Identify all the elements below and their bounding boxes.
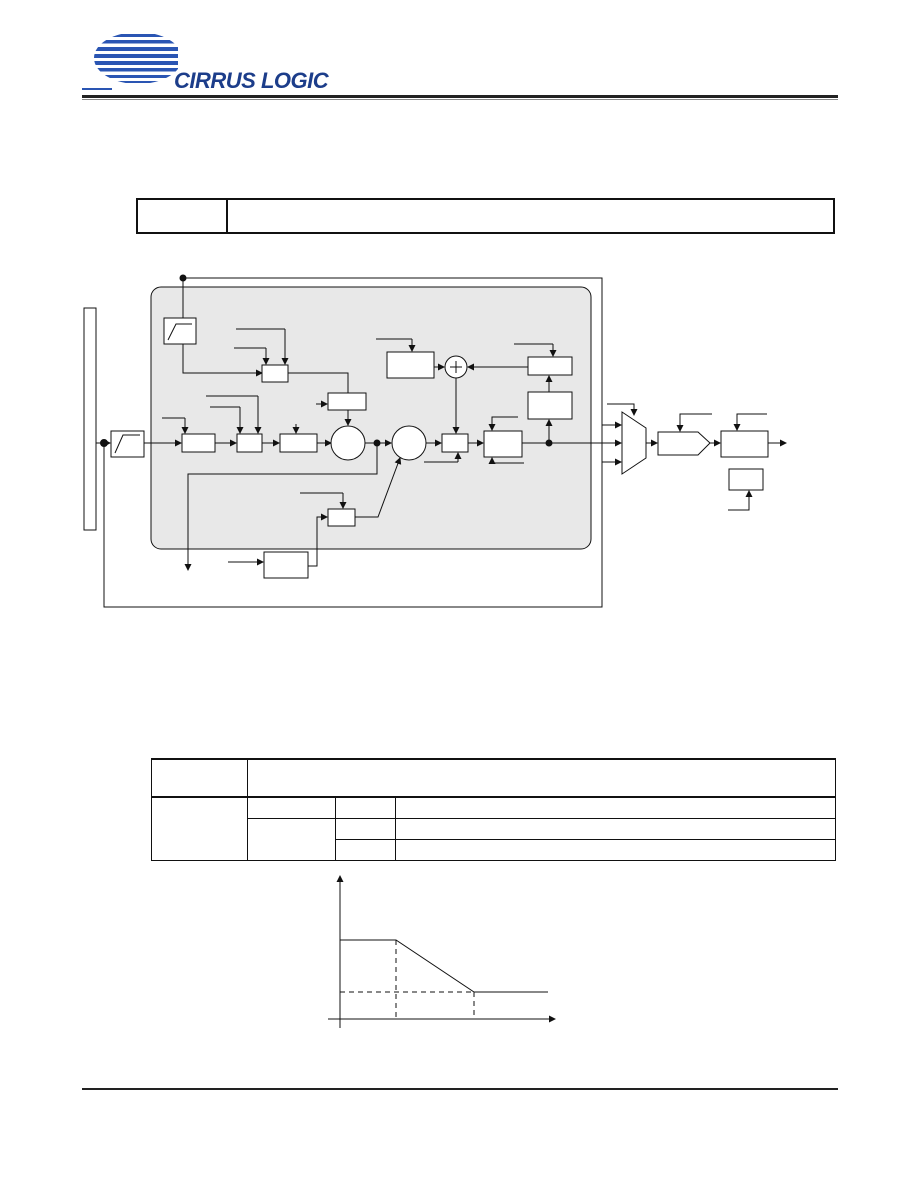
block-reference — [386, 351, 435, 379]
block-mix — [441, 433, 469, 453]
table-cell — [395, 817, 836, 840]
table-row — [152, 817, 836, 861]
brand-name: CIRRUS LOGIC — [174, 68, 329, 93]
curve-line — [340, 939, 548, 993]
table-row — [152, 838, 836, 861]
header-rule-thin — [82, 99, 838, 100]
table-cell — [151, 796, 248, 861]
block-c — [279, 433, 318, 453]
logo-stripes-icon — [82, 34, 178, 90]
table-cell — [335, 838, 396, 861]
block-amplifier — [657, 431, 711, 456]
block-lower — [263, 551, 309, 579]
block-output — [720, 430, 769, 458]
table-cell — [247, 817, 336, 861]
block-side — [728, 468, 764, 491]
feedback-loop — [103, 277, 603, 608]
summing-circle-2 — [391, 425, 427, 461]
block-detector — [527, 391, 573, 420]
parameter-table — [151, 758, 836, 861]
table-cell — [335, 796, 396, 819]
block-threshold — [527, 356, 573, 376]
table-cell — [395, 838, 836, 861]
table-cell — [247, 796, 336, 819]
table-cell — [335, 817, 396, 840]
summing-circle-1 — [330, 425, 366, 461]
table-header-row — [151, 758, 836, 798]
block-limiter — [483, 430, 523, 458]
block-lower-mult — [327, 508, 356, 527]
caption-divider — [226, 200, 228, 232]
block-a — [181, 433, 216, 453]
table-cell — [247, 758, 836, 798]
table-row — [151, 796, 836, 861]
output-mux — [621, 411, 647, 475]
block-b — [236, 433, 263, 453]
transfer-curve — [328, 875, 556, 1028]
figure-caption-box — [136, 198, 835, 234]
company-logo: CIRRUS LOGIC — [78, 30, 358, 94]
processing-panel — [150, 286, 592, 550]
ramp-block-top — [163, 317, 197, 345]
header-rule — [82, 95, 838, 98]
block-upper-gain — [327, 392, 367, 411]
block-diagram — [83, 274, 787, 608]
input-bus-bar — [83, 307, 97, 531]
block-upper-mult — [261, 364, 289, 383]
table-cell — [151, 758, 248, 798]
table-cell — [395, 796, 836, 819]
footer-rule — [82, 1088, 838, 1090]
